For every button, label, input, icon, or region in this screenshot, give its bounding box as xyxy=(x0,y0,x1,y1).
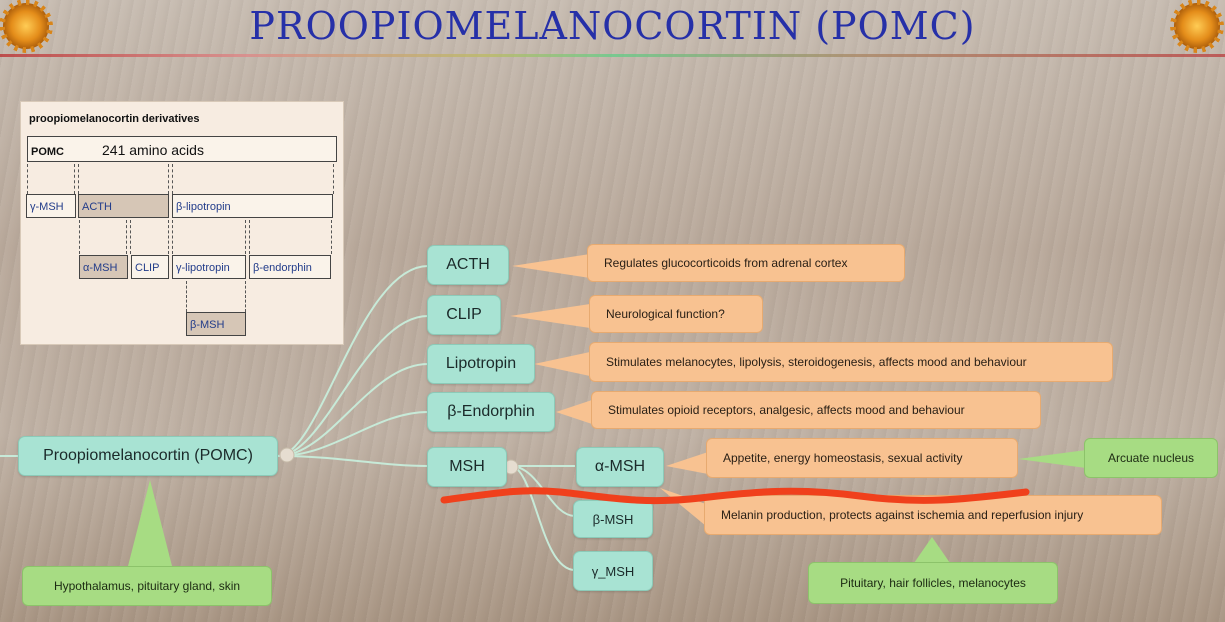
node-acth: ACTH xyxy=(427,245,509,285)
derivatives-inset: proopiomelanocortin derivatives POMC 241 … xyxy=(20,101,344,345)
connector xyxy=(249,220,250,254)
note-alpha-msh-function: Appetite, energy homeostasis, sexual act… xyxy=(706,438,1018,478)
root-location: Hypothalamus, pituitary gland, skin xyxy=(22,566,272,606)
link-msh xyxy=(277,455,429,467)
inset-title: proopiomelanocortin derivatives xyxy=(29,113,200,125)
connector xyxy=(27,164,28,194)
connector xyxy=(245,220,246,254)
sun-emblem-icon xyxy=(1174,3,1220,49)
alpha-msh-segment: α-MSH xyxy=(79,255,128,279)
connector xyxy=(186,281,187,312)
location-pointer xyxy=(128,480,172,566)
root-node: Proopiomelanocortin (POMC) xyxy=(18,436,278,476)
link-beta-endorphin xyxy=(277,411,429,457)
link-clip xyxy=(277,315,429,457)
beta-msh-segment: β-MSH xyxy=(186,312,246,336)
acth-segment: ACTH xyxy=(78,194,169,218)
location-pointer xyxy=(914,537,950,563)
connector xyxy=(78,164,79,194)
connector xyxy=(172,220,173,254)
callout-pointer xyxy=(666,452,708,474)
pomc-bar: POMC 241 amino acids xyxy=(27,136,337,162)
connector xyxy=(130,220,131,254)
gamma-msh-segment: γ-MSH xyxy=(26,194,76,218)
link-acth xyxy=(277,265,429,457)
alpha-msh-location: Arcuate nucleus xyxy=(1084,438,1218,478)
gamma-lipotropin-segment: γ-lipotropin xyxy=(172,255,246,279)
pomc-length: 241 amino acids xyxy=(102,142,204,158)
callout-pointer xyxy=(510,304,590,328)
connector xyxy=(245,281,246,312)
node-alpha-msh: α-MSH xyxy=(576,447,664,487)
connector xyxy=(79,220,80,254)
root-junction xyxy=(279,447,295,463)
beta-endorphin-segment: β-endorphin xyxy=(249,255,331,279)
note-lipotropin-function: Stimulates melanocytes, lipolysis, stero… xyxy=(589,342,1113,382)
link-lipotropin xyxy=(277,363,429,457)
pomc-label: POMC xyxy=(31,146,64,158)
node-msh: MSH xyxy=(427,447,507,487)
node-lipotropin: Lipotropin xyxy=(427,344,535,384)
beta-msh-location: Pituitary, hair follicles, melanocytes xyxy=(808,562,1058,604)
note-clip-function: Neurological function? xyxy=(589,295,763,333)
note-beta-msh-function: Melanin production, protects against isc… xyxy=(704,495,1162,535)
red-strike-mark xyxy=(440,487,1030,505)
connector xyxy=(168,220,169,254)
connector xyxy=(168,164,169,194)
connector xyxy=(172,164,173,194)
clip-segment: CLIP xyxy=(131,255,169,279)
note-beta-endorphin-function: Stimulates opioid receptors, analgesic, … xyxy=(591,391,1041,429)
node-beta-endorphin: β-Endorphin xyxy=(427,392,555,432)
page-title: PROOPIOMELANOCORTIN (POMC) xyxy=(249,4,976,48)
note-acth-function: Regulates glucocorticoids from adrenal c… xyxy=(587,244,905,282)
callout-pointer xyxy=(512,254,590,278)
location-pointer xyxy=(1018,450,1086,468)
connector xyxy=(126,220,127,254)
node-clip: CLIP xyxy=(427,295,501,335)
title-rule xyxy=(0,54,1225,57)
connector xyxy=(331,220,332,254)
callout-pointer xyxy=(534,352,590,376)
connector xyxy=(74,164,75,194)
beta-lipotropin-segment: β-lipotropin xyxy=(172,194,333,218)
link-gamma-msh xyxy=(509,465,576,571)
connector xyxy=(333,164,334,194)
node-gamma-msh: γ_MSH xyxy=(573,551,653,591)
callout-pointer xyxy=(556,400,592,424)
sun-emblem-icon xyxy=(3,3,49,49)
